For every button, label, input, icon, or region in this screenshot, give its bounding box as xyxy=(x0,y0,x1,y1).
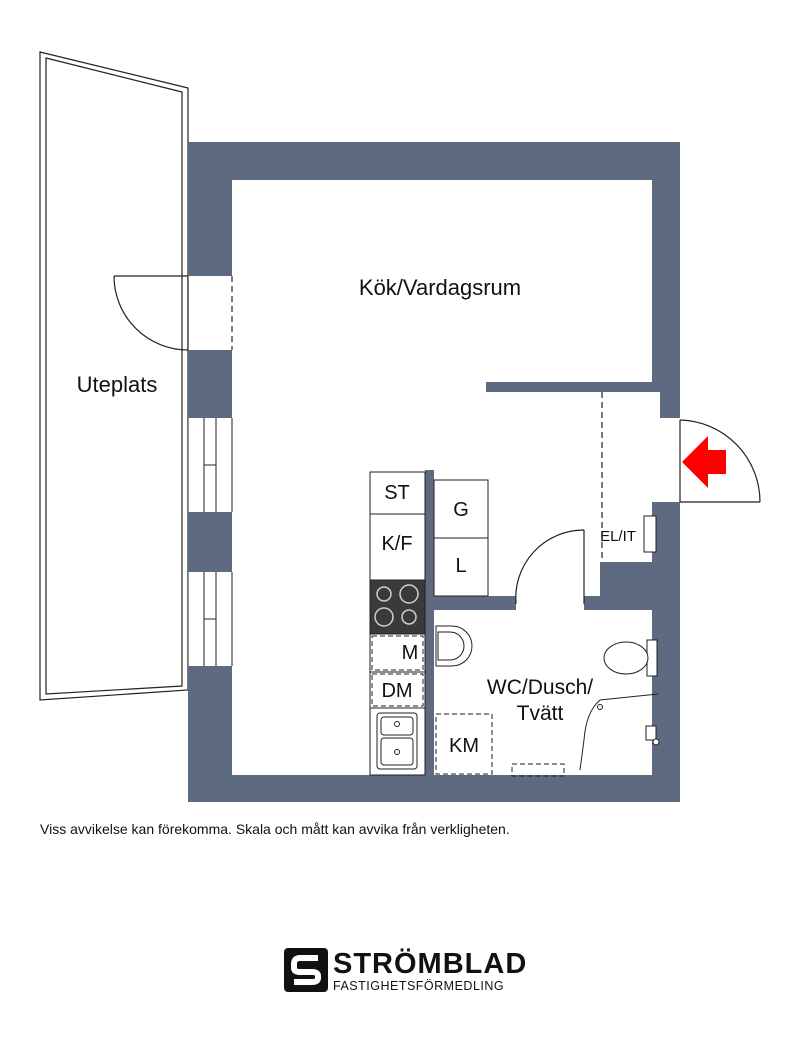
microwave-label: M xyxy=(402,642,419,664)
bath-wall-top-left xyxy=(432,596,516,610)
dishwasher-label: DM xyxy=(381,680,412,702)
electrical-label: EL/IT xyxy=(600,528,636,545)
bath-wall-left-top xyxy=(425,470,434,610)
kitchen-unit xyxy=(369,471,426,776)
entrance-opening xyxy=(652,418,682,502)
fridge-freezer-label: K/F xyxy=(381,533,412,555)
kitchen-sink xyxy=(376,712,418,770)
disclaimer-text: Viss avvikelse kan förekomma. Skala och … xyxy=(40,821,510,837)
living-room-label: Kök/Vardagsrum xyxy=(359,275,521,300)
brand-name: STRÖMBLAD xyxy=(333,948,528,980)
linen-label: L xyxy=(455,555,466,577)
el-it-cabinet xyxy=(643,515,657,553)
bath-fixtures xyxy=(435,625,660,777)
west-door-opening xyxy=(188,276,232,350)
stove-label: ST xyxy=(384,482,410,504)
windows xyxy=(187,418,233,666)
walls xyxy=(188,142,682,802)
bathroom-label-line1: WC/Dusch/ xyxy=(487,676,593,699)
wardrobes xyxy=(433,479,489,597)
bathroom-label-line2: Tvätt xyxy=(517,702,564,725)
hall-space xyxy=(600,392,652,562)
wardrobe-label: G xyxy=(453,499,469,521)
washing-machine-label: KM xyxy=(449,735,479,757)
doors xyxy=(113,275,761,605)
bath-wall-top-right xyxy=(584,596,652,610)
entrance-arrow-icon xyxy=(682,436,726,488)
dishwasher-outline xyxy=(371,673,424,707)
hall-step xyxy=(652,392,660,418)
bath-wall-left xyxy=(425,470,434,775)
microwave-outline xyxy=(371,635,424,671)
terrace-label: Uteplats xyxy=(77,372,158,397)
stove-burners xyxy=(374,584,419,627)
hall-wall-vertical xyxy=(600,562,652,596)
brand-tagline: FASTIGHETSFÖRMEDLING xyxy=(333,979,505,993)
stromblad-logo-icon xyxy=(284,948,328,992)
